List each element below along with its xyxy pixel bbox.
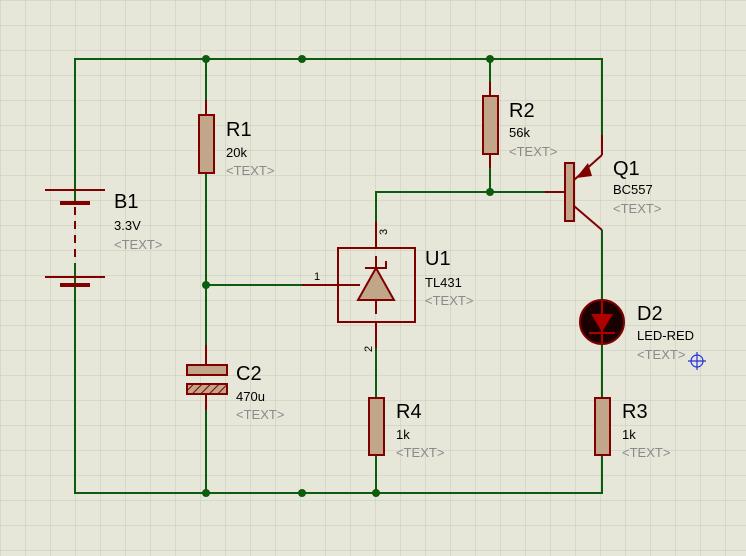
junction-dots: [202, 55, 494, 497]
q1-ref: Q1: [613, 158, 640, 180]
b1-text-placeholder: <TEXT>: [114, 237, 162, 252]
r4-value: 1k: [396, 427, 410, 442]
resistor-r4[interactable]: R4 1k <TEXT>: [368, 397, 444, 460]
u1-pin-1-label: 1: [314, 271, 320, 283]
c2-text-placeholder: <TEXT>: [236, 407, 284, 422]
resistor-r3[interactable]: R3 1k <TEXT>: [594, 397, 670, 460]
q1-text-placeholder: <TEXT>: [613, 201, 661, 216]
regulator-u1[interactable]: 1 3 2 U1 TL431 <TEXT>: [302, 222, 473, 352]
r1-ref: R1: [226, 119, 252, 141]
resistor-r1[interactable]: R1 20k <TEXT>: [198, 100, 274, 178]
r3-text-placeholder: <TEXT>: [622, 445, 670, 460]
q1-emitter-arrow: [576, 163, 592, 178]
u1-ref: U1: [425, 248, 451, 270]
u1-pin-2-label: 2: [363, 346, 375, 352]
u1-pin-3-label: 3: [378, 229, 390, 235]
u1-text-placeholder: <TEXT>: [425, 293, 473, 308]
battery-b1[interactable]: B1 3.3V <TEXT>: [45, 189, 162, 287]
r4-text-placeholder: <TEXT>: [396, 445, 444, 460]
r2-value: 56k: [509, 125, 530, 140]
r4-ref: R4: [396, 401, 422, 423]
d2-ref: D2: [637, 303, 663, 325]
d2-text-placeholder: <TEXT>: [637, 347, 685, 362]
b1-value: 3.3V: [114, 218, 141, 233]
b1-ref: B1: [114, 191, 138, 213]
capacitor-c2[interactable]: C2 470u <TEXT>: [186, 345, 284, 422]
r1-value: 20k: [226, 145, 247, 160]
crosshair-cursor-icon: [688, 352, 706, 370]
led-d2[interactable]: D2 LED-RED <TEXT>: [579, 299, 694, 362]
r1-text-placeholder: <TEXT>: [226, 163, 274, 178]
c2-value: 470u: [236, 389, 265, 404]
wires[interactable]: [74, 58, 603, 494]
resistor-r2[interactable]: R2 56k <TEXT>: [482, 82, 557, 168]
r2-ref: R2: [509, 100, 535, 122]
r2-text-placeholder: <TEXT>: [509, 144, 557, 159]
r3-ref: R3: [622, 401, 648, 423]
c2-ref: C2: [236, 363, 262, 385]
transistor-q1[interactable]: Q1 BC557 <TEXT>: [545, 135, 661, 231]
r3-value: 1k: [622, 427, 636, 442]
d2-value: LED-RED: [637, 328, 694, 343]
u1-value: TL431: [425, 275, 462, 290]
q1-value: BC557: [613, 182, 653, 197]
